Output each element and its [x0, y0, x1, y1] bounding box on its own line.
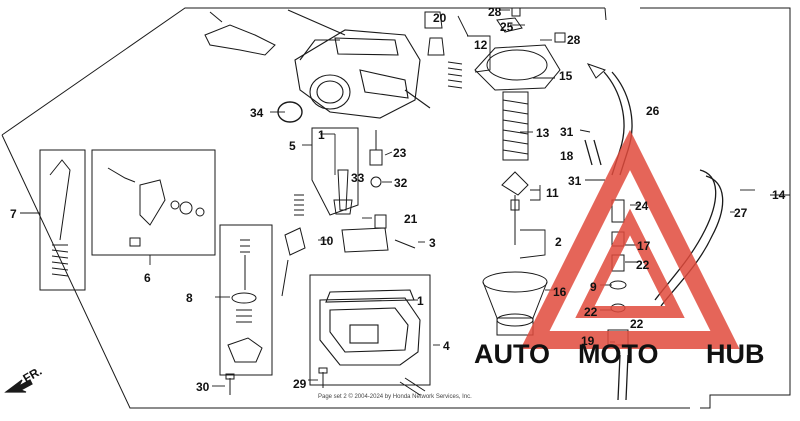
group-box-7 — [39, 149, 86, 291]
fr-arrow — [4, 379, 33, 393]
callout-11: 11 — [546, 186, 559, 200]
air-cut-valve — [227, 239, 263, 363]
watermark-word-auto: AUTO — [474, 339, 550, 369]
callout-17: 17 — [637, 239, 651, 253]
callout-24: 24 — [635, 199, 649, 213]
callout-22c: 22 — [630, 317, 644, 331]
callout-labels: 1 1 2 3 4 5 6 7 8 9 10 11 12 13 14 15 16… — [10, 5, 786, 394]
callout-26: 26 — [646, 104, 660, 118]
callout-1b: 1 — [417, 294, 424, 308]
choke-linkage — [49, 159, 205, 277]
callout-28b: 28 — [567, 33, 581, 47]
callout-29: 29 — [293, 377, 307, 391]
top-fittings — [424, 7, 606, 89]
direction-label: FR. — [21, 364, 45, 386]
leader-lines — [20, 9, 790, 387]
callout-10: 10 — [320, 234, 334, 248]
callout-6: 6 — [144, 271, 151, 285]
float-chamber — [319, 289, 421, 366]
callout-7: 7 — [10, 207, 17, 221]
callout-3: 3 — [429, 236, 436, 250]
callout-23: 23 — [393, 146, 407, 160]
callout-4: 4 — [443, 339, 450, 353]
callout-19: 19 — [581, 334, 595, 348]
diaphragm-cover — [474, 17, 561, 91]
watermark-word-moto: MOTO — [578, 339, 659, 369]
callout-21: 21 — [404, 212, 418, 226]
carburetor-body — [287, 9, 431, 119]
bracket — [204, 24, 276, 56]
watermark-triangle-inner — [575, 208, 685, 318]
callout-18: 18 — [560, 149, 574, 163]
outer-border — [1, 7, 791, 409]
callout-31b: 31 — [568, 174, 582, 188]
callout-22a: 22 — [636, 258, 650, 272]
callout-5: 5 — [289, 139, 296, 153]
watermark-triangle-outer — [520, 129, 740, 349]
copyright-text: Page set 2 © 2004-2024 by Honda Network … — [318, 393, 472, 400]
jet-needle — [501, 171, 529, 245]
callout-25: 25 — [500, 20, 514, 34]
callout-31a: 31 — [560, 125, 574, 139]
callout-20: 20 — [433, 11, 447, 25]
screws — [225, 367, 426, 396]
callout-16: 16 — [553, 285, 567, 299]
callout-12: 12 — [474, 38, 488, 52]
watermark-logo: AUTO MOTO HUB — [474, 129, 765, 369]
group-box-6 — [91, 149, 216, 256]
callout-22b: 22 — [584, 305, 598, 319]
callout-28a: 28 — [488, 5, 502, 19]
spring-13 — [502, 91, 529, 161]
callout-1: 1 — [318, 128, 325, 142]
tubes — [584, 71, 724, 401]
callout-34: 34 — [250, 106, 264, 120]
callout-32: 32 — [394, 176, 408, 190]
group-box-4 — [309, 274, 431, 386]
callout-27: 27 — [734, 206, 748, 220]
watermark-word-hub: HUB — [706, 339, 765, 369]
main-jet — [333, 130, 383, 215]
callout-9: 9 — [590, 280, 597, 294]
callout-33: 33 — [351, 171, 365, 185]
callout-30: 30 — [196, 380, 210, 394]
callout-15: 15 — [559, 69, 573, 83]
callout-8: 8 — [186, 291, 193, 305]
callout-14: 14 — [772, 188, 786, 202]
callout-13: 13 — [536, 126, 550, 140]
callout-2: 2 — [555, 235, 562, 249]
group-box-8 — [219, 224, 273, 376]
throttle-stop — [281, 194, 416, 297]
